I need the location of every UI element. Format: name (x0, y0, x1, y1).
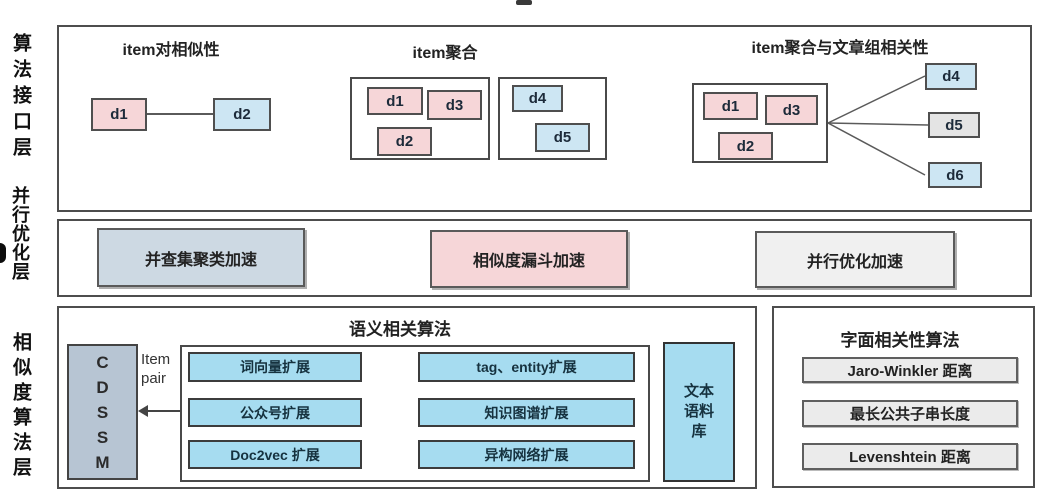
method-word-vector: 词向量扩展 (188, 352, 362, 382)
cdssm-letter: S (96, 427, 109, 447)
left-edge-artifact (0, 243, 6, 263)
dbox-agg-d3: d3 (427, 90, 482, 120)
union-find-accel-box: 并查集聚类加速 (97, 228, 305, 287)
agg-section-title: item聚合 (412, 45, 478, 62)
similarity-funnel-accel-box: 相似度漏斗加速 (430, 230, 628, 288)
layer-label-similarity: 相似度算法层 (10, 332, 31, 482)
pair-section-title: item对相似性 (122, 42, 220, 59)
top-edge-artifact (516, 0, 532, 5)
cdssm-letter: S (96, 402, 109, 422)
dbox-agg-d5: d5 (535, 123, 590, 152)
dbox-rel-d1: d1 (703, 92, 758, 120)
rel-section-title: item聚合与文章组相关性 (751, 40, 929, 57)
agg-group-1: d1 d3 d2 (350, 77, 490, 160)
cdssm-letter: M (95, 452, 110, 472)
layer-label-interface: 算法接口层 (10, 33, 31, 163)
literal-title: 字面相关性算法 (840, 331, 960, 350)
dbox-rel-d3: d3 (765, 95, 818, 125)
dbox-agg-d4: d4 (512, 85, 563, 112)
dbox-rel-d4: d4 (925, 63, 977, 90)
dbox-rel-d2: d2 (718, 132, 773, 160)
method-levenshtein: Levenshtein 距离 (802, 443, 1018, 470)
method-knowledge-graph: 知识图谱扩展 (418, 398, 635, 427)
item-pair-label: Item pair (141, 351, 171, 387)
method-doc2vec: Doc2vec 扩展 (188, 440, 362, 469)
item-pair-arrow-line (146, 410, 182, 412)
text-corpus-box: 文本 语料 库 (663, 342, 735, 482)
semantic-methods-box: 词向量扩展 公众号扩展 Doc2vec 扩展 tag、entity扩展 知识图谱… (180, 345, 650, 482)
agg-group-2: d4 d5 (498, 77, 607, 160)
dbox-rel-d6: d6 (928, 162, 982, 188)
dbox-pair-d1: d1 (91, 98, 147, 131)
method-tag-entity: tag、entity扩展 (418, 352, 635, 382)
cdssm-letter: D (96, 377, 109, 397)
method-official-acct: 公众号扩展 (188, 398, 362, 427)
cdssm-model-box: C D S S M (67, 344, 138, 480)
semantic-title: 语义相关算法 (349, 320, 451, 339)
parallel-optimize-accel-box: 并行优化加速 (755, 231, 955, 288)
method-longest-common-substring: 最长公共子串长度 (802, 400, 1018, 427)
rel-group: d1 d3 d2 (692, 83, 828, 163)
method-jaro-winkler: Jaro-Winkler 距离 (802, 357, 1018, 383)
dbox-agg-d2: d2 (377, 127, 432, 156)
dbox-agg-d1: d1 (367, 87, 423, 115)
item-pair-arrow-head (138, 405, 148, 417)
cdssm-letter: C (96, 352, 109, 372)
pair-connector-line (147, 113, 213, 115)
layer-label-parallel: 并行优化层 (10, 186, 30, 281)
dbox-rel-d5: d5 (928, 112, 980, 138)
rel-fanout-lines (827, 75, 929, 176)
dbox-pair-d2: d2 (213, 98, 271, 131)
method-hetero-network: 异构网络扩展 (418, 440, 635, 469)
